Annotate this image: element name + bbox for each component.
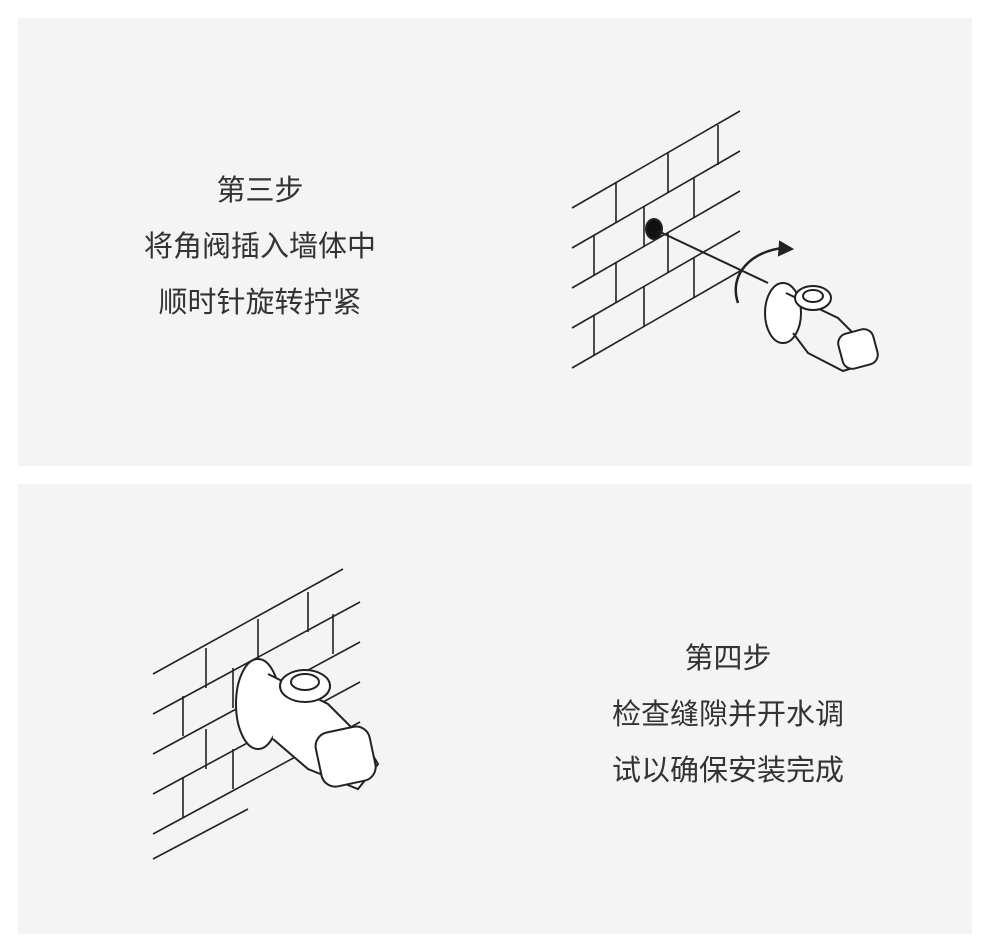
- step-line: 顺时针旋转拧紧: [158, 285, 362, 319]
- insert-line: [657, 230, 769, 284]
- brick-wall: [571, 110, 741, 369]
- step-line: 将角阀插入墙体中: [143, 229, 376, 263]
- step-title: 第三步: [216, 173, 304, 207]
- step-3-panel: 第三步 将角阀插入墙体中 顺时针旋转拧紧: [18, 18, 972, 466]
- installed-valve-illustration: [152, 568, 380, 860]
- rotate-arrow-icon: [734, 246, 784, 304]
- angle-valve: [764, 282, 879, 373]
- step-line: 检查缝隙并开水调: [611, 697, 844, 731]
- insert-valve-illustration: [571, 110, 879, 373]
- step-4-text: 第四步 检查缝隙并开水调 试以确保安装完成: [568, 630, 888, 798]
- step-title: 第四步: [684, 641, 772, 675]
- step-3-text: 第三步 将角阀插入墙体中 顺时针旋转拧紧: [100, 162, 420, 330]
- step-line: 试以确保安装完成: [611, 753, 844, 787]
- step-4-panel: 第四步 检查缝隙并开水调 试以确保安装完成: [18, 484, 972, 934]
- angle-valve: [235, 658, 380, 791]
- wall-hole: [645, 218, 663, 240]
